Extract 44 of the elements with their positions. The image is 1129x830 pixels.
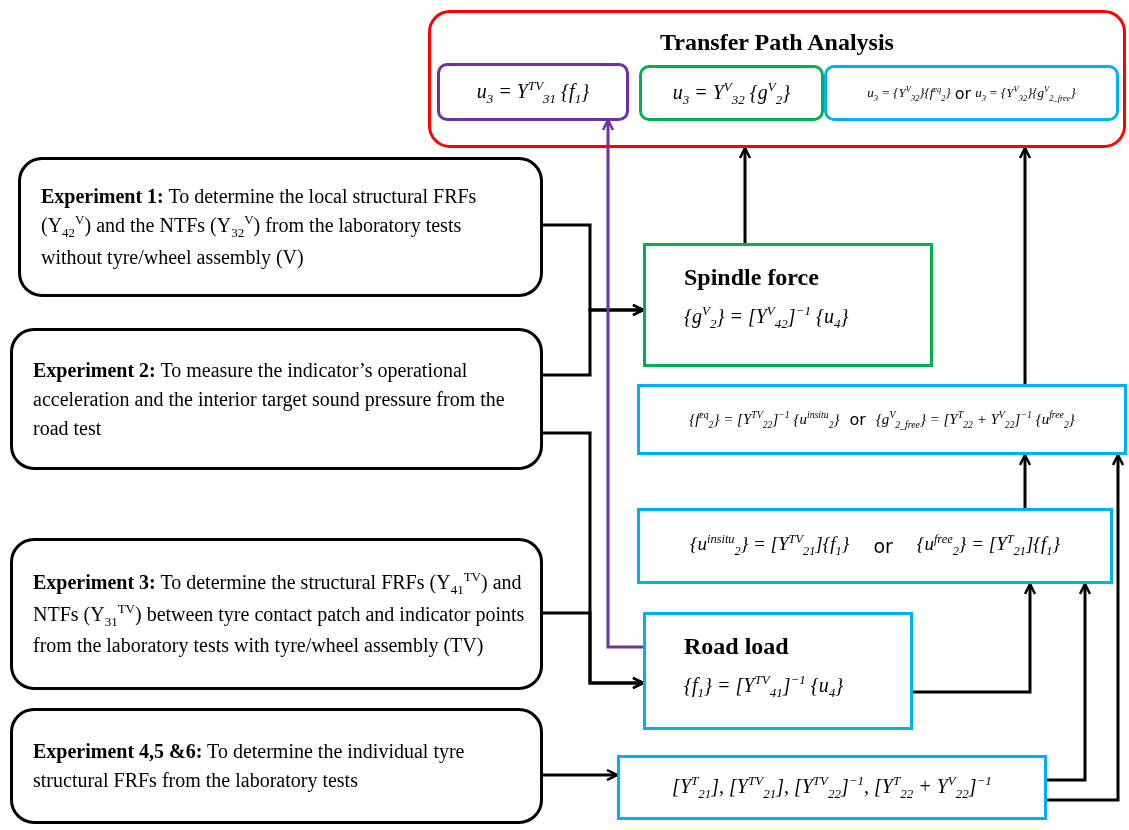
formula: u$_{3}$ = {Y$^{V}$$_{32}$}{g$^{V}$$_{2_free}$} xyxy=(975,83,1076,103)
arrow xyxy=(543,611,645,690)
description-text: Experiment 1: To determine the local structural FRFs (Y$_{42}$$^{V}$) and the NTFs (Y$_{32}$$^{V}$) from the laboratory tests without tyre/wheel assembly (V) xyxy=(41,184,478,271)
formula: {f$_{1}$} = [Y$^{TV}$$_{41}$]$^{−1}$ {u$_{4}$} xyxy=(684,672,844,701)
arrow xyxy=(1018,453,1032,508)
formula: {u$^{free}$$_{2}$} = [Y$^{T}$$_{21}$]{f$_{1}$} xyxy=(916,532,1060,560)
description-text: Experiment 2: To measure the indicator’s operational acceleration and the interior target sound pressure from the road test xyxy=(33,357,506,441)
formula-box xyxy=(617,755,1047,820)
heading: Transfer Path Analysis xyxy=(659,29,895,56)
box-heading: Spindle force xyxy=(684,264,819,291)
formula-box xyxy=(643,243,933,367)
group-panel xyxy=(428,10,1126,148)
formula: {g$^{V}$$_{2_free}$} = [Y$^{T}$$_{22}$ + Y$^{V}$$_{22}$]$^{−1}$ {u$^{free}$$_{2}$} xyxy=(875,409,1075,430)
formula: u$_{3}$ = {Y$^{V}$$_{32}$}{f$^{eq}$$_{2}$} xyxy=(867,83,951,103)
connective-word: or xyxy=(954,83,972,103)
formula-box xyxy=(643,612,913,730)
arrow xyxy=(738,146,752,243)
formula-box xyxy=(637,508,1113,584)
connective-word: or xyxy=(873,535,893,557)
formula: [Y$^{T}$$_{21}$], [Y$^{TV}$$_{21}$], [Y$^{TV}$$_{22}$]$^{−1}$, [Y$^{T}$$_{22}$ + Y$^{V}$$_{22}$]$^{−1}$ xyxy=(672,773,992,802)
box-heading: Road load xyxy=(684,633,789,660)
formula: u$_{3}$ = Y$^{V}$$_{32}$ {g$^{V}$$_{2}$} xyxy=(672,78,791,108)
arrow xyxy=(601,118,643,649)
formula-box xyxy=(824,65,1119,121)
arrow xyxy=(543,768,619,782)
description-text: Experiment 3: To determine the structural FRFs (Y$_{41}$$^{TV}$) and NTFs (Y$_{31}$$^{TV}$) between tyre contact patch and indicator points from the laboratory tests with tyre/wheel assembly (TV) xyxy=(33,568,526,659)
formula-box xyxy=(437,63,629,121)
rounded-box xyxy=(10,328,543,470)
arrow xyxy=(913,582,1037,694)
rounded-box xyxy=(18,157,543,297)
description-text: Experiment 4,5 &6: To determine the individual tyre structural FRFs from the laboratory tests xyxy=(33,739,466,794)
formula: u$_{3}$ = Y$^{TV}$$_{31}$ {f$_{1}$} xyxy=(476,77,590,107)
arrow xyxy=(543,303,645,377)
arrow xyxy=(1018,146,1032,384)
connective-word: or xyxy=(849,410,866,429)
arrow xyxy=(1047,582,1092,782)
rounded-box xyxy=(10,538,543,690)
arrow xyxy=(1047,453,1125,802)
formula: {f$^{eq}$$_{2}$} = [Y$^{TV}$$_{22}$]$^{−1}$ {u$^{insitu}$$_{2}$} xyxy=(689,409,840,430)
formula: {u$^{insitu}$$_{2}$} = [Y$^{TV}$$_{21}$]{f$_{1}$} xyxy=(689,532,850,560)
formula-box xyxy=(637,384,1127,455)
rounded-box xyxy=(10,708,543,824)
formula-box xyxy=(639,65,824,121)
formula: {g$^{V}$$_{2}$} = [Y$^{V}$$_{42}$]$^{−1}$ {u$_{4}$} xyxy=(684,303,849,332)
